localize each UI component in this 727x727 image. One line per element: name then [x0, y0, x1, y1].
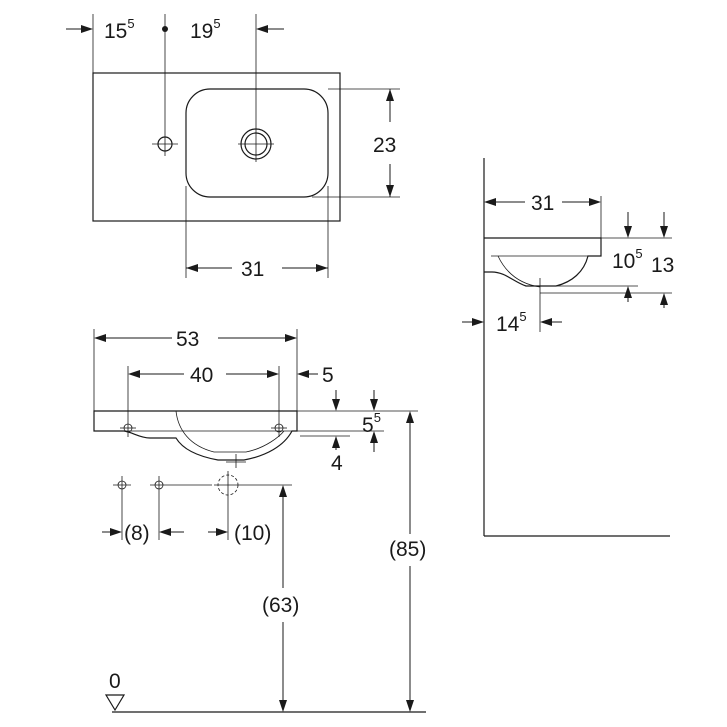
front-dim-40-label: 40	[190, 364, 213, 387]
tap-hole-symbol	[152, 132, 178, 156]
front-dim-10-label: (10)	[234, 522, 271, 545]
side-view: 31 105 13 145	[462, 158, 674, 537]
side-dim-31-label: 31	[531, 192, 554, 215]
top-view-outline	[92, 72, 341, 222]
front-dim-85-label: (85)	[389, 538, 426, 561]
top-view: 155 195 23 31	[66, 14, 400, 281]
front-tap-marker-right	[271, 421, 287, 437]
front-dim-5-5-label: 55	[362, 410, 381, 437]
alt-tap-marker-1	[113, 476, 131, 494]
front-basin-profile	[93, 410, 298, 461]
dim-23-label: 23	[373, 134, 396, 157]
front-dim-4-label: 4	[331, 452, 343, 475]
side-dim-13-label: 13	[651, 254, 674, 277]
side-dim-14-5-label: 145	[496, 309, 527, 336]
front-dim-5-label: 5	[322, 364, 334, 387]
floor-level-symbol	[104, 694, 126, 712]
dim-15-5-label: 155	[104, 16, 135, 43]
top-view-bowl	[185, 88, 329, 198]
dim-19-5-label: 195	[190, 16, 221, 43]
front-dim-8-label: (8)	[124, 522, 150, 545]
side-dim-10-5-label: 105	[612, 246, 643, 273]
front-dim-63-label: (63)	[262, 594, 299, 617]
dim-31-label: 31	[241, 258, 264, 281]
front-tap-marker-left	[120, 421, 136, 437]
floor-level-label: 0	[109, 670, 121, 693]
alt-tap-marker-2	[150, 476, 168, 494]
front-view: 53 40 5 4 55	[93, 328, 426, 713]
alt-drain-marker	[214, 471, 242, 499]
drain-symbol	[238, 126, 274, 162]
front-dim-53-label: 53	[176, 328, 199, 351]
